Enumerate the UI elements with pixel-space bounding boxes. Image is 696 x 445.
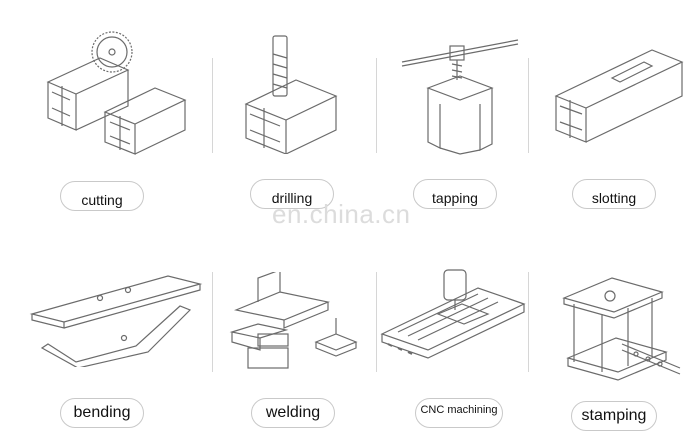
process-label-slotting: slotting (572, 179, 656, 209)
label-text: drilling (271, 190, 313, 206)
label-text: cutting (81, 192, 123, 208)
label-text: stamping (581, 407, 647, 424)
process-label-drilling: drilling (250, 179, 334, 209)
process-label-welding: welding (251, 398, 335, 428)
label-text: CNC machining (420, 404, 498, 416)
stamping-illustration (552, 262, 682, 387)
process-label-cnc-machining: CNC machining (415, 398, 503, 428)
separator (212, 58, 213, 153)
cutting-illustration (40, 30, 195, 155)
tapping-illustration (400, 32, 520, 157)
welding-illustration (228, 272, 363, 377)
separator (376, 272, 377, 372)
slotting-illustration (552, 40, 687, 150)
watermark: en.china.cn (272, 199, 411, 229)
bending-illustration (28, 272, 203, 367)
process-label-tapping: tapping (413, 179, 497, 209)
label-text: tapping (432, 190, 478, 206)
cnc-machining-illustration (378, 264, 528, 364)
drilling-illustration (240, 34, 350, 154)
label-text: bending (73, 404, 131, 421)
separator (528, 58, 529, 153)
process-label-stamping: stamping (571, 401, 657, 431)
separator (212, 272, 213, 372)
label-text: welding (265, 404, 321, 421)
process-label-bending: bending (60, 398, 144, 428)
separator (376, 58, 377, 153)
process-label-cutting: cutting (60, 181, 144, 211)
separator (528, 272, 529, 372)
label-text: slotting (591, 190, 637, 206)
